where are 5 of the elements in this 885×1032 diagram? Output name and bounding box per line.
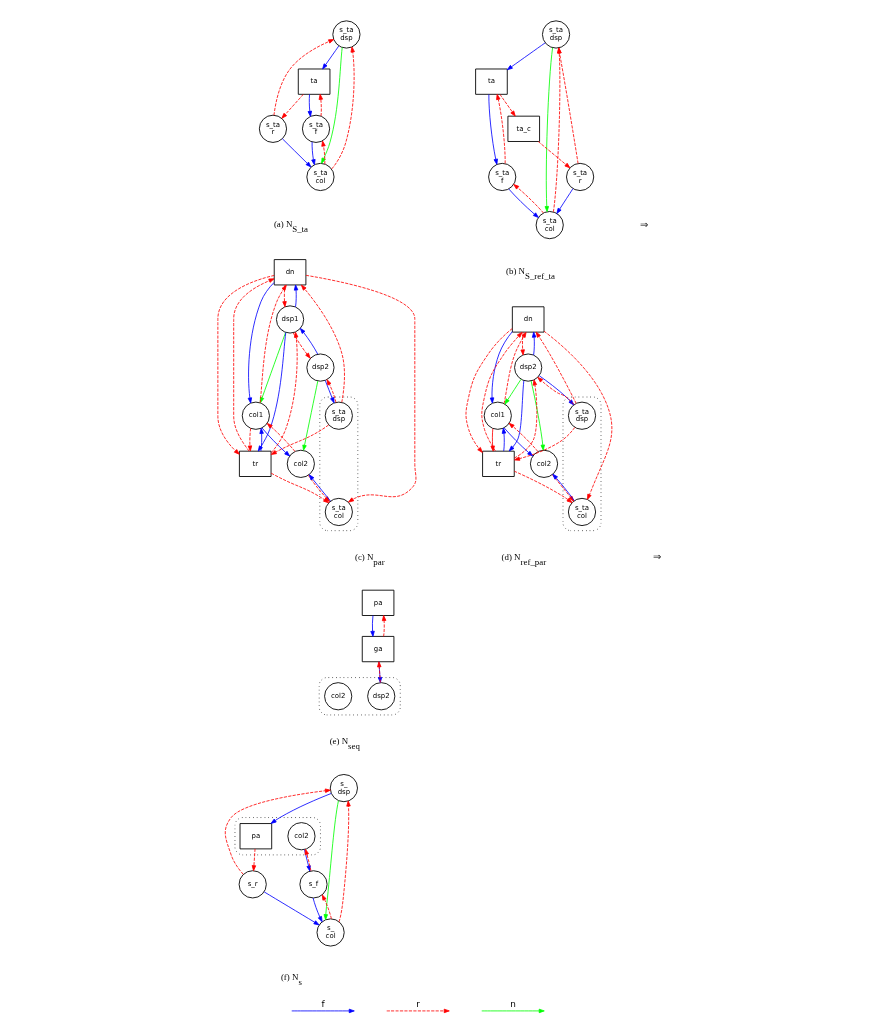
- label: ⇒: [639, 218, 648, 230]
- legend-label: n: [509, 998, 516, 1009]
- label: ⇒: [652, 551, 661, 563]
- legend-label: f: [320, 998, 325, 1009]
- legend-label: r: [415, 998, 420, 1009]
